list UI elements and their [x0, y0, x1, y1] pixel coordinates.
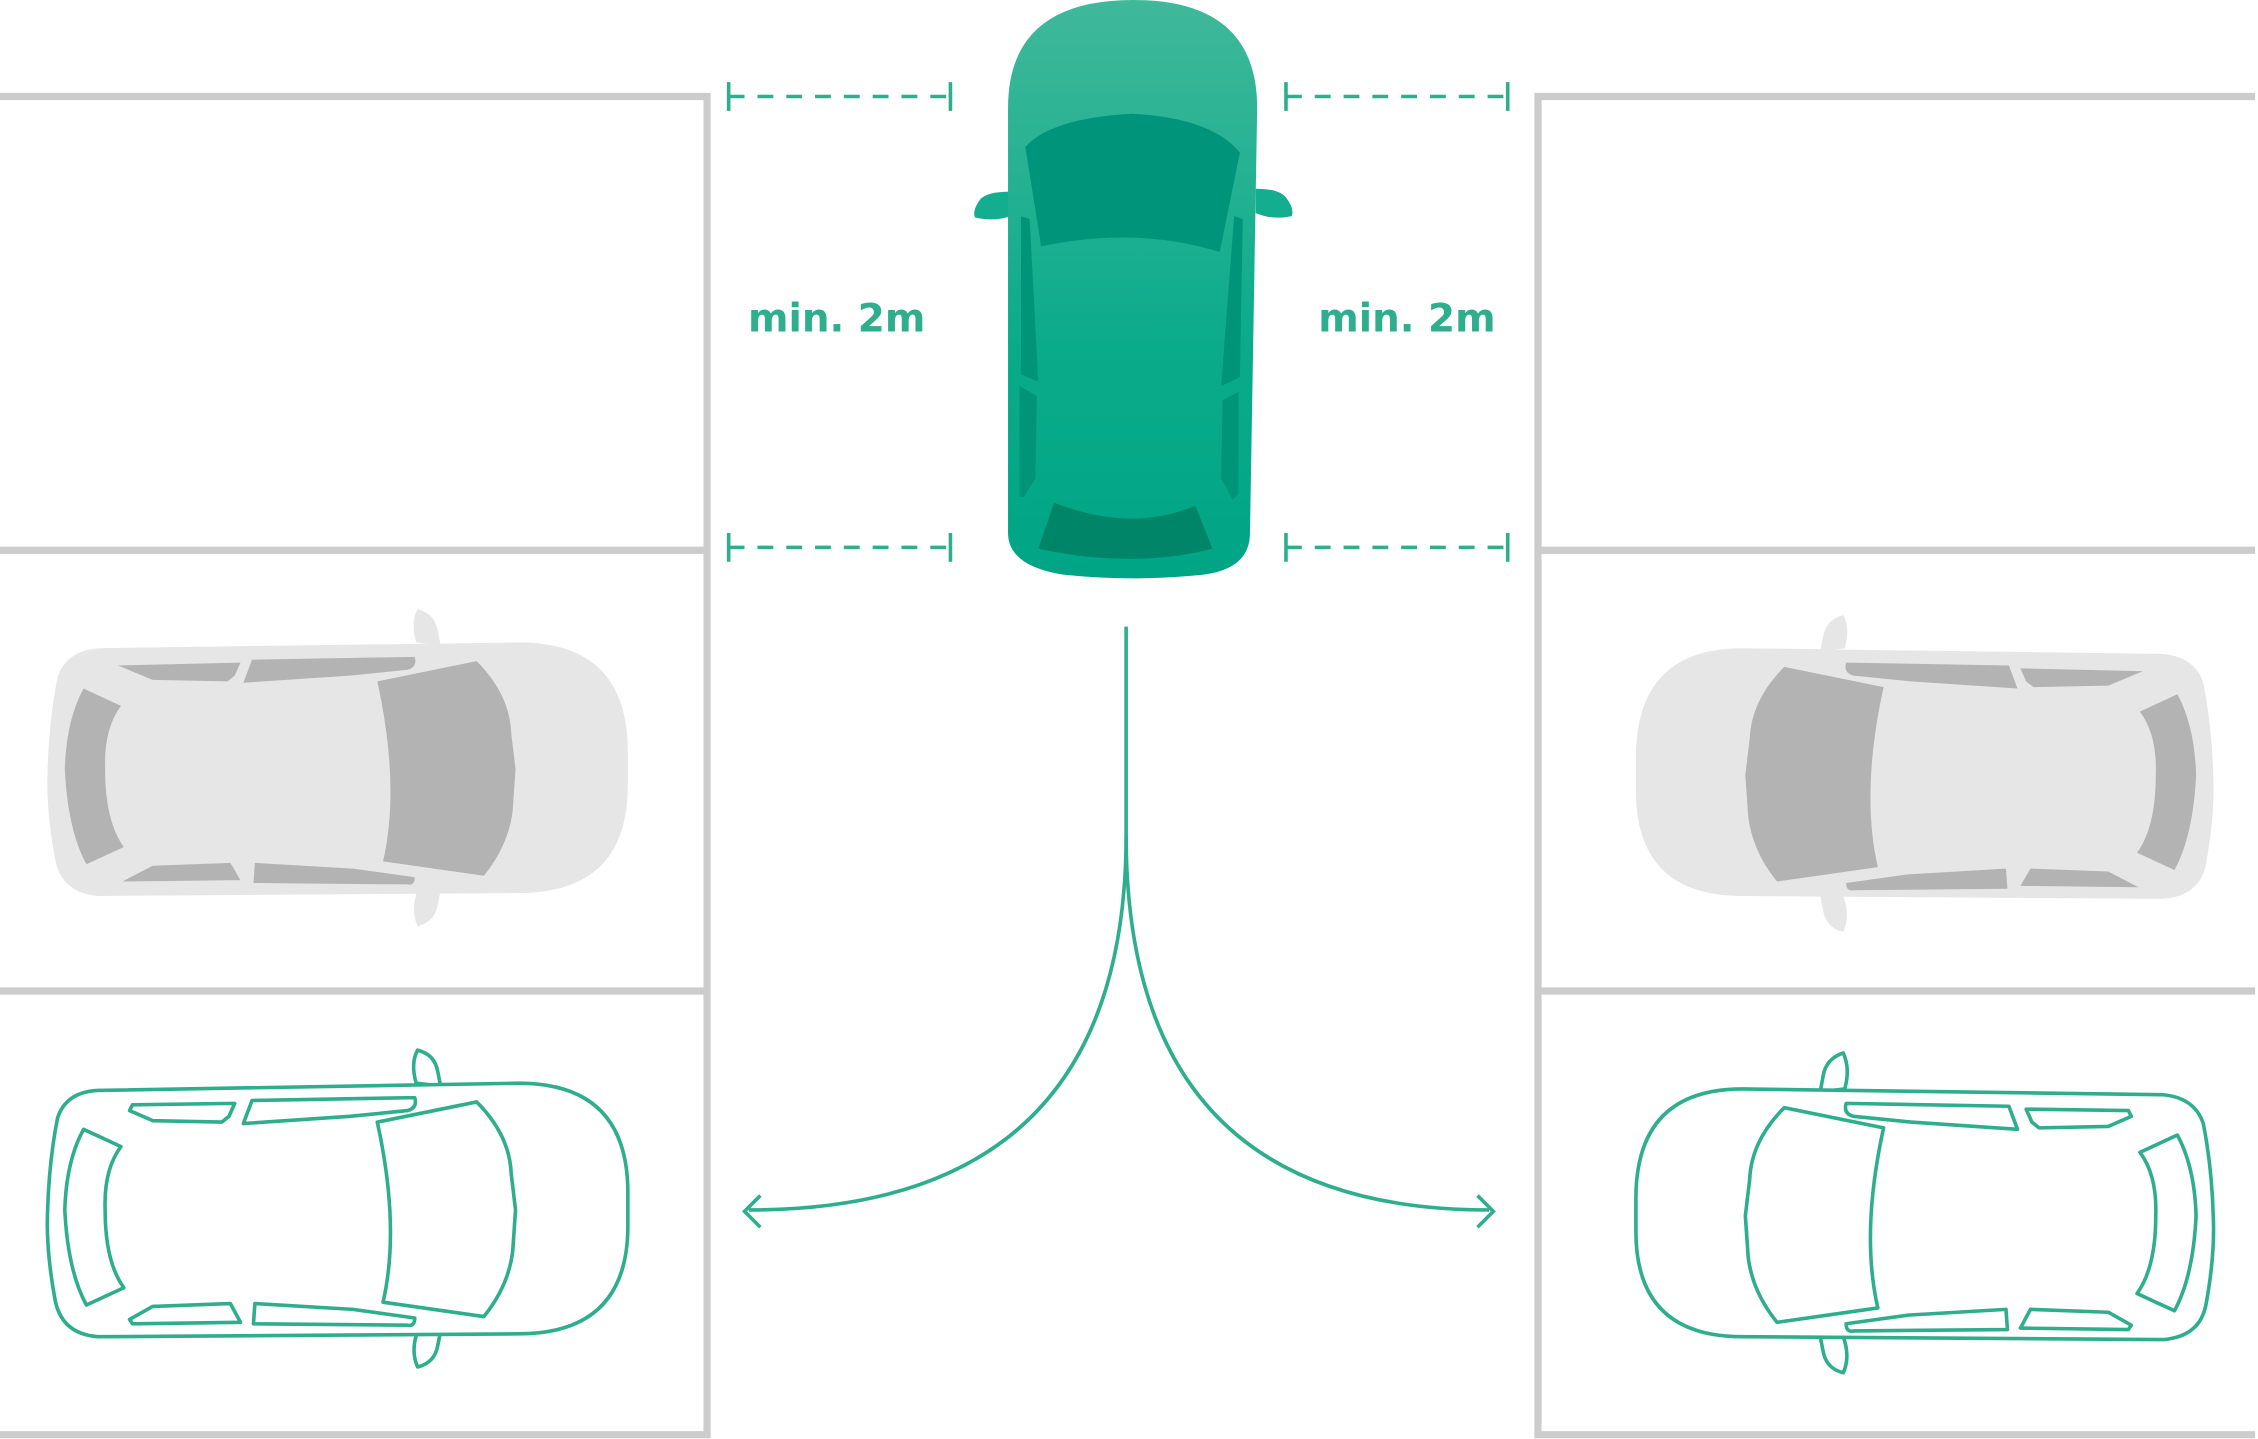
windshield — [375, 1100, 518, 1319]
right-mirror — [1255, 188, 1293, 218]
rear-window — [63, 1127, 126, 1307]
rear-window — [2137, 694, 2197, 871]
car-body — [1635, 648, 2214, 899]
rear-side-window-bottom — [2018, 1307, 2134, 1332]
car-body — [1634, 1087, 2216, 1342]
left-bay-divider — [0, 92, 711, 1439]
rear-side-window-bottom — [127, 1301, 243, 1326]
mirror-bottom — [1820, 895, 1847, 932]
right-arrowhead-icon — [1476, 1194, 1496, 1229]
windshield — [377, 661, 516, 876]
mirror-bottom — [414, 890, 441, 927]
front-side-window-top — [1845, 662, 2018, 689]
parked-car-right-bottom — [1634, 1051, 2216, 1375]
rear-side-window-top — [2024, 1107, 2134, 1130]
featured-car — [974, 0, 1293, 579]
path-right-curve — [1124, 835, 1490, 1212]
parking-lines-left — [0, 92, 711, 1439]
parked-car-right-middle — [1635, 615, 2214, 932]
front-side-window-bottom — [1844, 1307, 2010, 1333]
rear-window — [2135, 1133, 2198, 1313]
car-body — [47, 642, 628, 896]
front-side-window-bottom — [251, 1301, 417, 1328]
dimension-markers — [726, 82, 1510, 562]
mirror-top — [411, 1048, 443, 1088]
windshield — [1745, 666, 1884, 882]
right-bay-divider — [1534, 92, 2256, 1439]
rear-side-window-bottom — [2020, 868, 2139, 888]
front-side-window-top — [1843, 1101, 2020, 1132]
car-body — [1008, 0, 1258, 579]
left-bottom-dimension — [726, 532, 953, 562]
windshield — [1025, 113, 1240, 253]
right-front-window — [1221, 216, 1243, 387]
right-bottom-dimension — [1284, 532, 1510, 562]
left-arrowhead-icon — [741, 1194, 762, 1229]
rear-side-window-top — [2020, 668, 2143, 688]
front-side-window-bottom — [253, 862, 415, 885]
car-body — [45, 1081, 630, 1339]
mirror-top — [413, 609, 441, 646]
mirror-top — [1818, 1051, 1850, 1094]
left-clearance-label: min. 2m — [748, 296, 925, 341]
rear-side-window-top — [127, 1101, 237, 1124]
path-left-curve — [748, 835, 1128, 1212]
parked-car-left-middle — [47, 609, 628, 927]
mirror-top — [1820, 615, 1848, 652]
left-front-window — [1020, 216, 1039, 382]
rear-window — [1038, 502, 1213, 559]
rear-side-window-top — [118, 662, 241, 682]
mirror-bottom — [412, 1329, 443, 1369]
front-side-window-bottom — [1846, 868, 2008, 891]
front-side-window-top — [241, 1095, 418, 1126]
rear-side-window-bottom — [122, 862, 241, 882]
windshield — [1743, 1105, 1886, 1325]
right-top-dimension — [1284, 82, 1510, 111]
right-clearance-label: min. 2m — [1318, 296, 1495, 341]
parking-lines-right — [1534, 92, 2256, 1439]
left-rear-window — [1019, 386, 1037, 497]
left-top-dimension — [726, 82, 953, 111]
mirror-bottom — [1818, 1334, 1849, 1375]
parked-car-left-bottom — [45, 1048, 630, 1369]
rear-window — [64, 688, 124, 865]
right-rear-window — [1221, 391, 1239, 500]
turning-path — [741, 626, 1496, 1229]
left-mirror — [974, 191, 1011, 220]
front-side-window-top — [243, 656, 416, 683]
